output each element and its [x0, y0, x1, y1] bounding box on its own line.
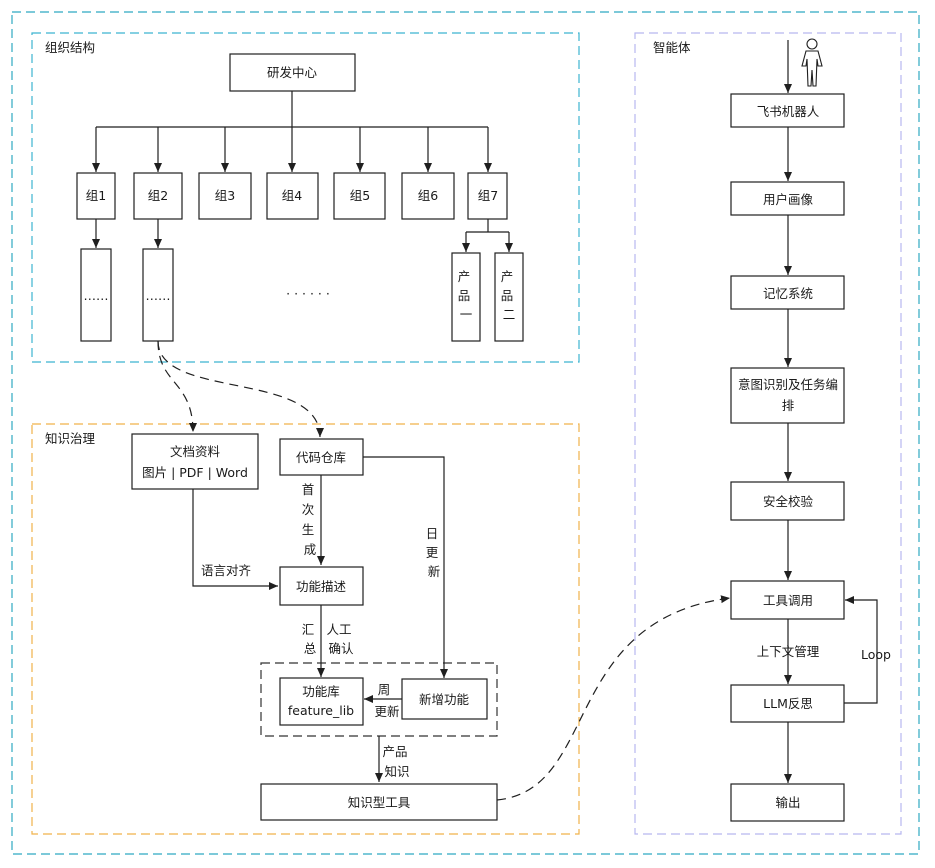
group-1: 组1: [86, 188, 106, 203]
feature-lib-box: [279, 677, 364, 726]
label-manual-confirm: 人工 确认: [327, 622, 356, 656]
label-summary: 汇 总: [302, 622, 319, 656]
label-language-align: 语言对齐: [201, 563, 252, 578]
docs-to-feature-desc: [192, 489, 278, 590]
product-1: 产 品 一: [458, 269, 475, 322]
label-loop: Loop: [861, 647, 891, 662]
root-node: 研发中心: [267, 65, 318, 80]
group-1-box: [76, 172, 116, 220]
code-to-new-feature: [363, 456, 448, 678]
org-to-code-link: [157, 340, 324, 438]
bot-box: [730, 93, 845, 128]
product-2: 产 品 二: [501, 269, 518, 322]
product-2-box: [494, 252, 524, 342]
label-product-knowledge: 产品 知识: [383, 744, 412, 779]
tool-calling: 工具调用: [763, 593, 813, 608]
docs-title: 文档资料: [170, 444, 221, 459]
profile-box: [730, 181, 845, 216]
loop-connector: [844, 596, 878, 704]
sub-1-ellipsis: ……: [84, 288, 109, 303]
root-node-box: [229, 53, 356, 92]
memory-system: 记忆系统: [763, 286, 813, 301]
knowledge-section-title: 知识治理: [45, 431, 96, 446]
docs-formats: 图片 | PDF | Word: [142, 465, 248, 480]
user-figure-icon: [801, 38, 823, 87]
product-1-box: [451, 252, 481, 342]
org-section-title: 组织结构: [45, 40, 95, 55]
llm-reflection: LLM反思: [763, 696, 813, 711]
intent-line-2: 排: [782, 398, 795, 413]
label-daily-update: 日 更 新: [426, 526, 443, 579]
intent-line-1: 意图识别及任务编: [738, 377, 838, 392]
org-tree-connector: [96, 91, 488, 128]
org-to-docs-link: [157, 340, 197, 433]
intent-box: [730, 367, 845, 424]
label-first-generation: 首 次 生 成: [302, 482, 319, 557]
knowledge-tool-box: [260, 783, 498, 821]
group-7: 组7: [478, 188, 498, 203]
output: 输出: [775, 795, 800, 810]
group-4-box: [266, 172, 319, 220]
user-profile: 用户画像: [763, 192, 814, 207]
outer-frame: [11, 11, 920, 855]
feature-lib-title: 功能库: [302, 684, 340, 699]
group-7-split: [466, 219, 509, 233]
feishu-bot: 飞书机器人: [757, 104, 820, 119]
agent-frame: [634, 32, 902, 835]
knowledge-frame: [31, 423, 580, 835]
group-5: 组5: [350, 188, 370, 203]
sub-2-ellipsis: ……: [146, 288, 171, 303]
group-6: 组6: [418, 188, 439, 203]
sub-2-box: [142, 248, 174, 342]
output-box: [730, 783, 845, 822]
new-feature: 新增功能: [419, 692, 470, 707]
sub-1-box: [80, 248, 112, 342]
group-6-box: [401, 172, 455, 220]
feature-desc: 功能描述: [296, 579, 347, 594]
safety-check: 安全校验: [763, 494, 814, 509]
code-repo: 代码仓库: [296, 450, 346, 465]
group-3-box: [198, 172, 252, 220]
new-feature-box: [401, 678, 488, 720]
label-weekly-update: 周 更新: [374, 682, 399, 719]
group-4: 组4: [282, 188, 303, 203]
agent-section-title: 智能体: [653, 40, 691, 55]
feature-lib-name: feature_lib: [288, 703, 354, 718]
org-tree-arrows: [92, 127, 492, 172]
group-5-box: [333, 172, 386, 220]
group-2: 组2: [148, 188, 168, 203]
docs-box: [131, 433, 259, 490]
groups-ellipsis: · · · · · ·: [286, 286, 330, 301]
org-frame: [31, 32, 580, 363]
reflect-box: [730, 684, 845, 723]
group-3: 组3: [215, 188, 235, 203]
group-7-box: [467, 172, 508, 220]
knowledge-tool: 知识型工具: [348, 795, 411, 810]
safety-box: [730, 481, 845, 521]
label-context-management: 上下文管理: [757, 644, 820, 659]
tool-to-agent-link: [496, 595, 731, 801]
